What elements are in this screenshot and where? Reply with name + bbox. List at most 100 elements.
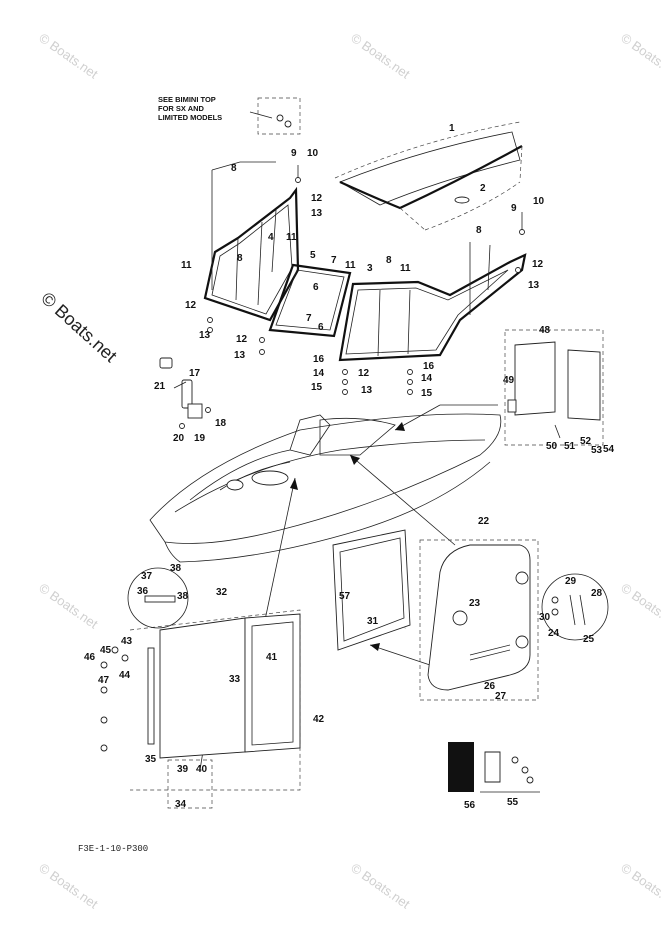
callout-15a: 15 bbox=[311, 382, 323, 393]
footer-code: F3E-1-10-P300 bbox=[78, 844, 148, 854]
windshield-center bbox=[268, 263, 352, 338]
watermark-text: © Boats.net bbox=[618, 860, 661, 912]
callout-51: 51 bbox=[564, 441, 576, 452]
bimini-fitting bbox=[284, 120, 292, 128]
callout-13b: 13 bbox=[199, 330, 211, 341]
callout-47: 47 bbox=[98, 675, 110, 686]
callout-36: 36 bbox=[137, 586, 149, 597]
bimini-note: SEE BIMINI TOP FOR SX AND LIMITED MODELS bbox=[158, 95, 301, 135]
callout-8d: 8 bbox=[476, 225, 482, 236]
hardware-left bbox=[207, 165, 525, 395]
callout-35: 35 bbox=[145, 754, 157, 765]
callout-21: 21 bbox=[154, 381, 166, 392]
note-line-2: FOR SX AND bbox=[158, 104, 205, 113]
callout-13d: 13 bbox=[361, 385, 373, 396]
watermark-main: © Boats.net bbox=[37, 288, 120, 366]
watermark-text: © Boats.net bbox=[348, 30, 413, 82]
bimini-fitting bbox=[276, 114, 284, 122]
watermark-text: © Boats.net bbox=[348, 860, 413, 912]
callout-9a: 9 bbox=[291, 148, 297, 159]
callout-24: 24 bbox=[548, 628, 560, 639]
callout-39: 39 bbox=[177, 764, 189, 775]
knob bbox=[159, 357, 173, 369]
callout-10a: 10 bbox=[307, 148, 319, 159]
callout-30: 30 bbox=[539, 612, 551, 623]
callout-34: 34 bbox=[175, 799, 187, 810]
callout-2: 2 bbox=[480, 183, 486, 194]
hinge-post bbox=[181, 379, 193, 409]
callout-49: 49 bbox=[503, 375, 515, 386]
callout-13e: 13 bbox=[528, 280, 540, 291]
callout-1: 1 bbox=[449, 123, 455, 134]
callout-25: 25 bbox=[583, 634, 595, 645]
callout-10b: 10 bbox=[533, 196, 545, 207]
watermark-text: © Boats.net bbox=[618, 30, 661, 82]
callout-14a: 14 bbox=[313, 368, 325, 379]
callout-4: 4 bbox=[268, 232, 274, 243]
callout-5: 5 bbox=[310, 250, 316, 261]
callout-7b: 7 bbox=[306, 313, 312, 324]
callout-6b: 6 bbox=[318, 322, 324, 333]
callout-31: 31 bbox=[367, 616, 379, 627]
bracket-52 bbox=[567, 349, 601, 421]
boat-hull bbox=[149, 413, 502, 563]
hatch-assembly bbox=[419, 539, 609, 701]
callout-12d: 12 bbox=[358, 368, 370, 379]
callout-27: 27 bbox=[495, 691, 507, 702]
callout-32: 32 bbox=[216, 587, 228, 598]
callout-46: 46 bbox=[84, 652, 96, 663]
note-line-1: SEE BIMINI TOP bbox=[158, 95, 216, 104]
callout-3: 3 bbox=[367, 263, 373, 274]
callout-41: 41 bbox=[266, 652, 278, 663]
detail-circle bbox=[127, 567, 189, 629]
callout-12a: 12 bbox=[311, 193, 323, 204]
callout-29: 29 bbox=[565, 576, 577, 587]
callout-16b: 16 bbox=[423, 361, 435, 372]
callout-44: 44 bbox=[119, 670, 131, 681]
callout-14b: 14 bbox=[421, 373, 433, 384]
callout-12e: 12 bbox=[532, 259, 544, 270]
callout-55: 55 bbox=[507, 797, 519, 808]
watermark-text: © Boats.net bbox=[36, 580, 101, 632]
detail-circle bbox=[541, 573, 609, 641]
callout-48: 48 bbox=[539, 325, 551, 336]
callout-labels: 1 2 3 4 5 6 6 7 7 8 8 8 8 9 9 10 10 11 1… bbox=[84, 123, 615, 811]
callout-12b: 12 bbox=[185, 300, 197, 311]
watermarks: © Boats.net © Boats.net © Boats.net © Bo… bbox=[36, 30, 661, 912]
callout-11d: 11 bbox=[400, 263, 411, 274]
bimini-box bbox=[257, 97, 301, 135]
windshield-left bbox=[203, 161, 300, 322]
door-33 bbox=[159, 617, 246, 759]
callout-13c: 13 bbox=[234, 350, 246, 361]
callout-23: 23 bbox=[469, 598, 481, 609]
arrows bbox=[199, 404, 498, 771]
callout-28: 28 bbox=[591, 588, 603, 599]
callout-18: 18 bbox=[215, 418, 227, 429]
watermark-text: © Boats.net bbox=[36, 860, 101, 912]
panel-detail bbox=[504, 329, 604, 446]
callout-7: 7 bbox=[331, 255, 337, 266]
hinge-plate bbox=[187, 403, 203, 419]
callout-52: 52 bbox=[580, 436, 592, 447]
cup-55 bbox=[484, 751, 501, 783]
windshield-right bbox=[338, 242, 527, 362]
hinge-assembly bbox=[159, 357, 211, 429]
callout-38b: 38 bbox=[177, 591, 189, 602]
callout-15b: 15 bbox=[421, 388, 433, 399]
callout-33: 33 bbox=[229, 674, 241, 685]
callout-53: 53 bbox=[591, 445, 603, 456]
panel-48 bbox=[514, 341, 556, 416]
callout-37: 37 bbox=[141, 571, 153, 582]
seal-57 bbox=[332, 529, 411, 651]
decal-56 bbox=[448, 742, 474, 792]
callout-11b: 11 bbox=[286, 232, 297, 243]
callout-45: 45 bbox=[100, 645, 112, 656]
callout-38a: 38 bbox=[170, 563, 182, 574]
watermark-text: © Boats.net bbox=[36, 30, 101, 82]
door-frame-41 bbox=[244, 613, 301, 753]
callout-20: 20 bbox=[173, 433, 185, 444]
callout-57: 57 bbox=[339, 591, 351, 602]
hatch-lid-22 bbox=[427, 544, 531, 691]
